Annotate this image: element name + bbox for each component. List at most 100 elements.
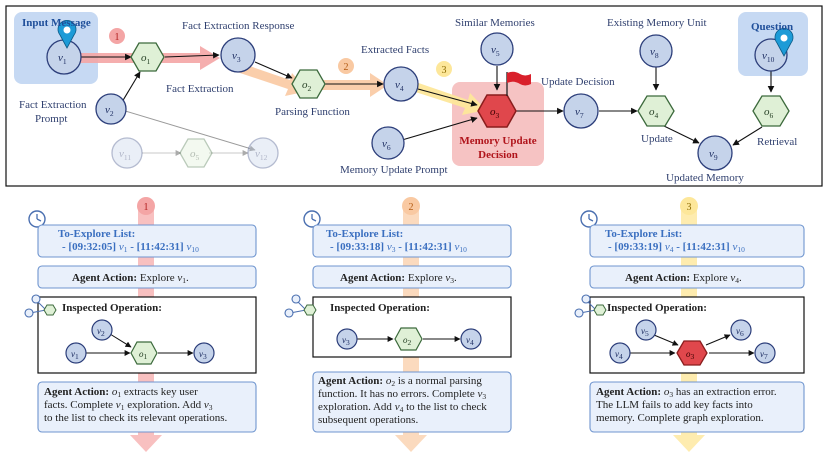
result-box	[312, 371, 512, 433]
svg-text:o3: o3	[490, 106, 500, 120]
retrieval-label: Retrieval	[757, 136, 797, 148]
svg-text:v2: v2	[105, 104, 114, 118]
location-pin-icon-question	[774, 28, 794, 57]
svg-text:v2: v2	[97, 326, 105, 338]
result-box	[589, 381, 805, 433]
result-box	[37, 381, 257, 433]
explore-item: - [09:32:05] v1 - [11:42:31] v10	[62, 241, 199, 254]
svg-text:v5: v5	[641, 326, 649, 338]
node-v9[interactable]: v9	[697, 135, 733, 171]
memory-update-prompt-label: Memory Update Prompt	[340, 164, 448, 176]
svg-text:3: 3	[687, 202, 692, 213]
clock-icon	[303, 210, 321, 228]
fact-extraction-prompt-label-2: Prompt	[35, 113, 67, 125]
panel-3: To-Explore List: - [09:33:19] v4 - [11:4…	[589, 224, 805, 433]
existing-memory-unit-label: Existing Memory Unit	[607, 17, 707, 29]
inspected-operation-title: Inspected Operation:	[330, 302, 430, 314]
svg-text:3: 3	[442, 65, 447, 76]
fact-extraction-response-label: Fact Extraction Response	[182, 20, 295, 32]
step-badge-3: 3	[436, 61, 452, 77]
input-message-label: Input Message	[22, 17, 91, 29]
memory-update-decision-label: Memory Update	[459, 135, 536, 147]
graph-icon	[574, 294, 607, 318]
clock-icon	[580, 210, 598, 228]
agent-action-text: Agent Action: Explore v4.	[625, 272, 742, 285]
result-line-3: to the list to check its relevant operat…	[44, 412, 228, 424]
svg-text:v4: v4	[395, 79, 404, 93]
node-v5[interactable]: v5	[480, 32, 514, 66]
extracted-facts-label: Extracted Facts	[361, 44, 429, 56]
similar-memories-label: Similar Memories	[455, 17, 535, 29]
panel-2: To-Explore List: - [09:33:18] v3 - [11:4…	[312, 224, 512, 433]
svg-text:1: 1	[115, 32, 120, 43]
result-line-2: The LLM fails to add key facts into	[596, 399, 753, 411]
op-o2[interactable]: o2	[291, 69, 326, 99]
result-line-4: subsequent operations.	[318, 414, 418, 426]
step-badge-2: 2	[338, 58, 354, 74]
trail-arrow-2b	[316, 73, 388, 97]
svg-text:2: 2	[344, 62, 349, 73]
inspected-operation-title: Inspected Operation:	[62, 302, 162, 314]
result-line-1: Agent Action: o1 extracts key user	[44, 386, 198, 399]
node-v7[interactable]: v7	[563, 93, 599, 129]
to-explore-title: To-Explore List:	[326, 228, 403, 240]
result-line-2: facts. Complete v1 exploration. Add v3	[44, 399, 213, 412]
panel-badge-2: 2	[402, 197, 420, 215]
step-badge-1: 1	[109, 28, 125, 44]
agent-action-box	[589, 265, 805, 289]
parsing-function-label: Parsing Function	[275, 106, 350, 118]
node-v2[interactable]: v2	[95, 93, 127, 125]
top-diagram-frame	[5, 5, 823, 187]
op-o6[interactable]: o6	[752, 95, 790, 127]
svg-text:o3: o3	[686, 349, 695, 361]
svg-text:v3: v3	[342, 335, 350, 347]
node-v8[interactable]: v8	[639, 34, 673, 68]
update-decision-label: Update Decision	[541, 76, 615, 88]
svg-text:v1: v1	[71, 349, 79, 361]
result-line-2: function. It has no errors. Complete v3	[318, 388, 486, 401]
agent-action-text: Agent Action: Explore v3.	[340, 272, 457, 285]
svg-text:1: 1	[144, 202, 149, 213]
svg-text:v4: v4	[466, 335, 474, 347]
node-v3[interactable]: v3	[220, 37, 256, 73]
red-flag-icon	[506, 71, 531, 96]
memory-update-decision-label-2: Decision	[478, 149, 518, 161]
op-o4[interactable]: o4	[637, 95, 675, 127]
fact-extraction-label: Fact Extraction	[166, 83, 234, 95]
agent-action-box	[37, 265, 257, 289]
svg-text:v9: v9	[709, 148, 718, 162]
op-o1[interactable]: o1	[130, 42, 165, 72]
result-line-3: exploration. Add v4 to the list to check	[318, 401, 487, 414]
svg-text:o5: o5	[190, 148, 200, 162]
node-v6[interactable]: v6	[371, 126, 405, 160]
graph-icon	[24, 294, 57, 318]
svg-text:v3: v3	[232, 50, 241, 64]
update-label: Update	[641, 133, 673, 145]
panel-badge-3: 3	[680, 197, 698, 215]
svg-text:2: 2	[409, 202, 414, 213]
node-v1[interactable]: v1	[46, 39, 82, 75]
op-o3-error[interactable]: o3	[477, 94, 517, 128]
to-explore-title: To-Explore List:	[605, 228, 682, 240]
svg-text:o1: o1	[139, 349, 148, 361]
to-explore-list-box	[312, 224, 512, 258]
svg-text:v7: v7	[760, 349, 768, 361]
graph-icon	[284, 294, 317, 318]
node-v11[interactable]: v11	[111, 137, 143, 169]
explore-item: - [09:33:18] v3 - [11:42:31] v10	[330, 241, 467, 254]
to-explore-list-box	[37, 224, 257, 258]
svg-text:v3: v3	[199, 349, 207, 361]
svg-text:v1: v1	[58, 52, 67, 66]
svg-text:o1: o1	[141, 52, 151, 66]
svg-text:v6: v6	[382, 138, 391, 152]
svg-text:o2: o2	[302, 79, 312, 93]
svg-text:v11: v11	[119, 148, 131, 162]
svg-text:v6: v6	[736, 326, 744, 338]
svg-text:o2: o2	[403, 335, 412, 347]
op-o5[interactable]: o5	[179, 138, 213, 168]
node-v12[interactable]: v12	[247, 137, 279, 169]
node-v4[interactable]: v4	[383, 66, 419, 102]
question-label: Question	[751, 21, 793, 33]
updated-memory-label: Updated Memory	[666, 172, 744, 184]
top-edges	[81, 51, 775, 152]
